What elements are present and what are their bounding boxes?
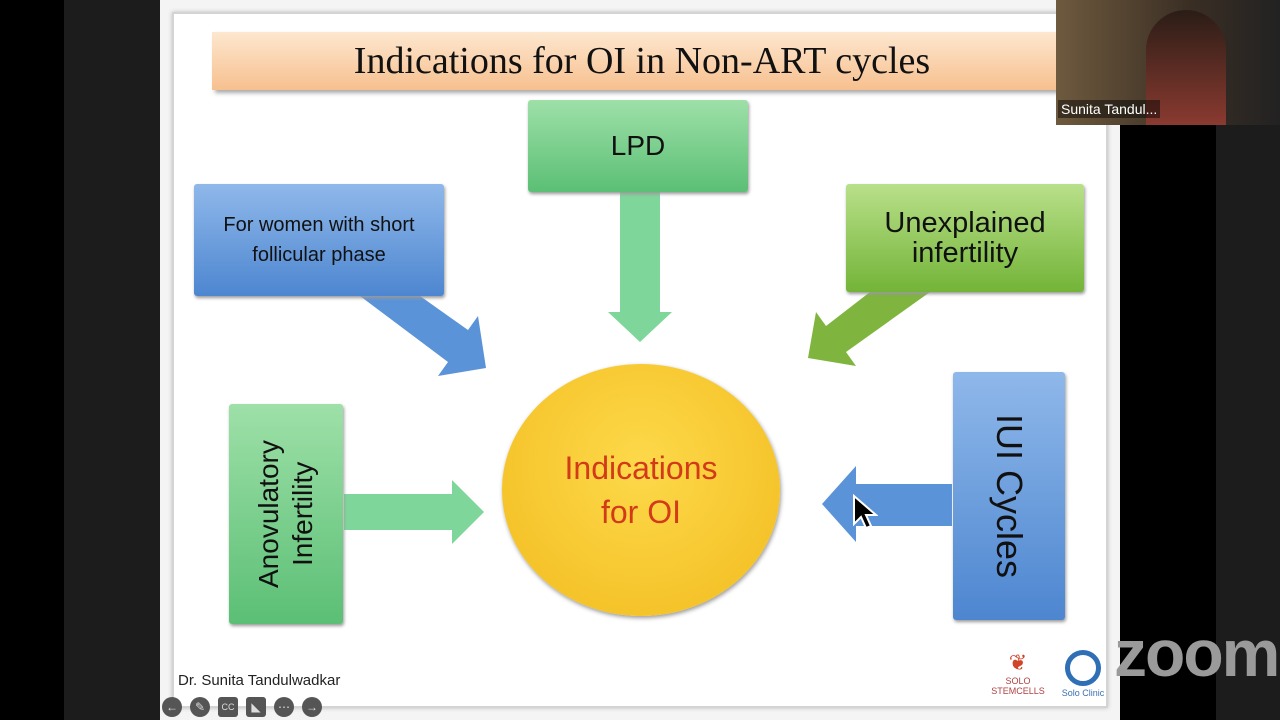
slide-title: Indications for OI in Non-ART cycles [212,32,1072,90]
arrow-right [344,480,484,544]
arrow-left-icon[interactable]: ← [162,697,182,717]
center-oval: Indications for OI [502,364,780,616]
slide-controls: ← ✎ CC ◣ ⋯ → [162,697,322,717]
arrow-left [822,466,952,542]
logo-solo-stemcells: ❦SOLO STEMCELLS [991,650,1045,696]
box-short-follicular: For women with short follicular phase [194,184,444,296]
arrow-diagonal-left [808,292,930,366]
background-panel [64,0,160,720]
center-label: Indications for OI [564,450,718,530]
box-lpd: LPD [528,100,748,192]
pen-icon[interactable]: ✎ [190,697,210,717]
participant-silhouette [1146,10,1226,125]
participant-name: Sunita Tandul... [1058,100,1161,118]
participant-video[interactable] [1056,0,1280,125]
zoom-watermark: zoom [1114,616,1280,690]
slide-footer: Dr. Sunita Tandulwadkar [178,672,341,689]
arrow-down [608,192,672,342]
arrow-diagonal-right [360,296,486,376]
box-anovulatory: Anovulatory Infertility [229,404,343,624]
logo-solo-clinic: Solo Clinic [1060,650,1106,698]
logo-text: SOLO STEMCELLS [991,676,1045,696]
mouse-cursor-icon [853,494,878,530]
anovulatory-label: Anovulatory Infertility [253,440,318,588]
pointer-icon[interactable]: ◣ [246,697,266,717]
box-unexplained: Unexplained infertility [846,184,1084,292]
iui-label: IUI Cycles [989,413,1030,579]
cc-icon[interactable]: CC [218,697,238,717]
arrow-right-icon[interactable]: → [302,697,322,717]
more-icon[interactable]: ⋯ [274,697,294,717]
logo-text: Solo Clinic [1061,688,1105,698]
box-iui: IUI Cycles [953,372,1065,620]
